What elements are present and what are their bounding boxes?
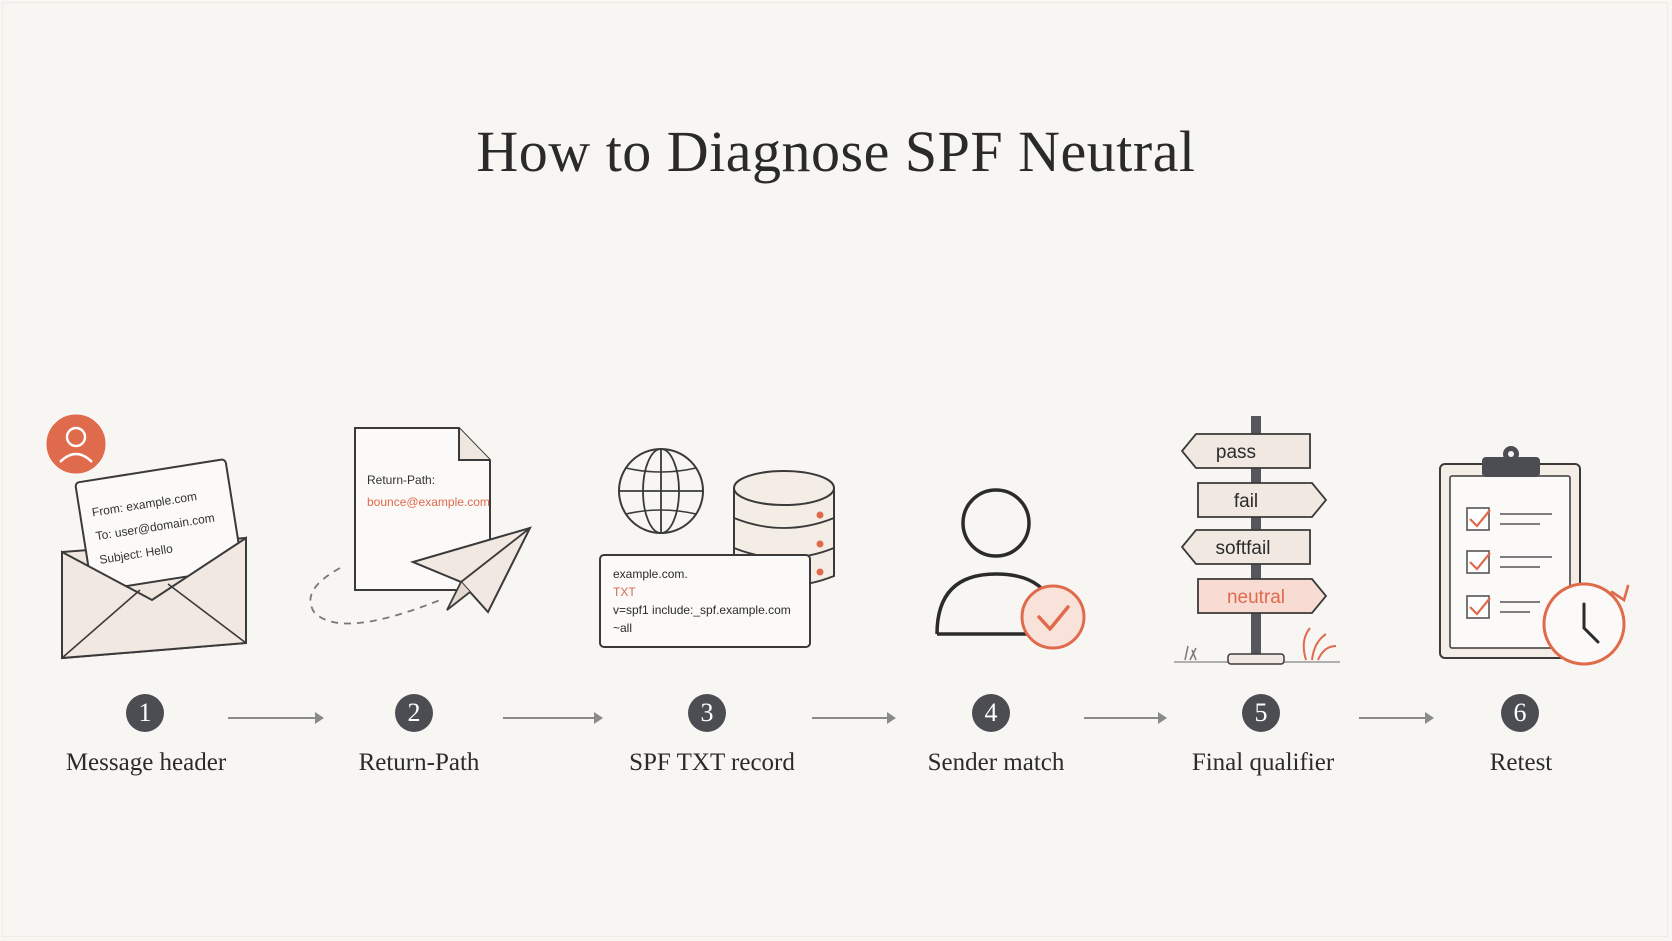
record-all: ~all: [613, 621, 632, 635]
dns-record-icon: example.com. TXT v=spf1 include:_spf.exa…: [599, 448, 835, 648]
step-arrow-5-6: [1359, 712, 1434, 724]
sign-softfail-label: softfail: [1216, 538, 1271, 559]
doc-value: bounce@example.com: [367, 495, 490, 509]
globe-icon: [618, 448, 704, 534]
step-number-2: 2: [395, 694, 433, 732]
paper-plane-icon: Return-Path: bounce@example.com: [309, 427, 532, 625]
step-arrow-3-4: [812, 712, 896, 724]
envelope-icon: From: example.com To: user@domain.com Su…: [43, 411, 247, 660]
step-number-5: 5: [1242, 694, 1280, 732]
step-number-6: 6: [1501, 694, 1539, 732]
clock-icon: [1542, 582, 1630, 666]
sign-pass-label: pass: [1216, 442, 1256, 463]
record-type: TXT: [613, 585, 636, 599]
sign-fail-label: fail: [1234, 491, 1258, 512]
sign-fail: [1197, 482, 1328, 518]
sign-neutral-label: neutral: [1227, 587, 1285, 608]
step-label-6: Retest: [1489, 749, 1553, 776]
step-number-3: 3: [688, 694, 726, 732]
step-label-3: SPF TXT record: [629, 749, 795, 776]
sign-softfail: [1180, 529, 1311, 565]
user-avatar-icon: [43, 411, 109, 477]
page-title: How to Diagnose SPF Neutral: [476, 119, 1196, 184]
user-check-icon: [935, 488, 1086, 650]
step-label-2: Return-Path: [358, 749, 480, 776]
check-badge-icon: [1020, 584, 1086, 650]
step-arrow-2-3: [503, 712, 603, 724]
doc-label: Return-Path:: [367, 473, 435, 487]
record-domain: example.com.: [613, 567, 688, 581]
step-number-1: 1: [126, 694, 164, 732]
step-number-4: 4: [972, 694, 1010, 732]
step-label-5: Final qualifier: [1191, 749, 1335, 776]
step-arrow-1-2: [228, 712, 324, 724]
step-label-4: Sender match: [927, 749, 1065, 776]
sign-neutral: [1197, 578, 1328, 614]
sign-pass: [1180, 433, 1311, 469]
record-value: v=spf1 include:_spf.example.com: [613, 603, 791, 617]
step-label-1: Message header: [65, 749, 227, 776]
signpost-icon: pass fail softfail neutral: [1174, 416, 1340, 665]
step-arrow-4-5: [1084, 712, 1167, 724]
clipboard-clock-icon: [1439, 446, 1630, 666]
